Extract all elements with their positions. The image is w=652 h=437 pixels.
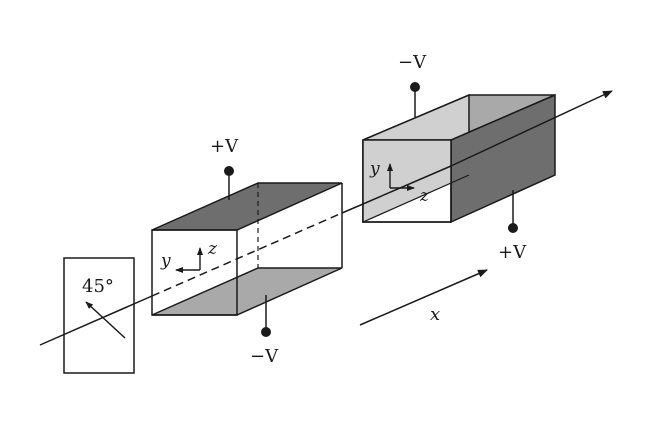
propagation-axis-label: x (430, 304, 440, 325)
crystal-1-top-voltage-label: +V (210, 136, 239, 157)
crystal-1-bottom-electrode (151, 267, 343, 316)
crystal-1-bottom-terminal: −V (250, 295, 279, 367)
crystal-2-y-label: y (369, 159, 380, 179)
crystal-2-top-terminal: −V (398, 52, 427, 117)
crystal-2-top-voltage-label: −V (398, 52, 427, 73)
crystal-box-2 (362, 93, 556, 224)
crystal-1-y-label: y (160, 251, 171, 271)
crystal-1-bottom-voltage-label: −V (250, 346, 279, 367)
light-beam (39, 90, 613, 346)
propagation-axis: x (359, 269, 488, 326)
crystal-2-bottom-terminal: +V (498, 190, 527, 263)
crystal-2-axes: y z (369, 159, 430, 206)
crystal-1-z-label: z (207, 239, 218, 259)
crystal-2-z-label: z (419, 186, 430, 206)
polarization-arrow (85, 301, 126, 339)
crystal-2-bottom-voltage-label: +V (498, 242, 527, 263)
polarizer-plate: 45° (63, 257, 135, 374)
crystal-box-1 (151, 182, 343, 316)
polarizer-angle-label: 45° (82, 276, 114, 297)
crystal-1-axes: y z (160, 239, 218, 273)
crystal-1-top-terminal: +V (210, 136, 239, 200)
crystal-1-top-electrode (151, 182, 343, 231)
